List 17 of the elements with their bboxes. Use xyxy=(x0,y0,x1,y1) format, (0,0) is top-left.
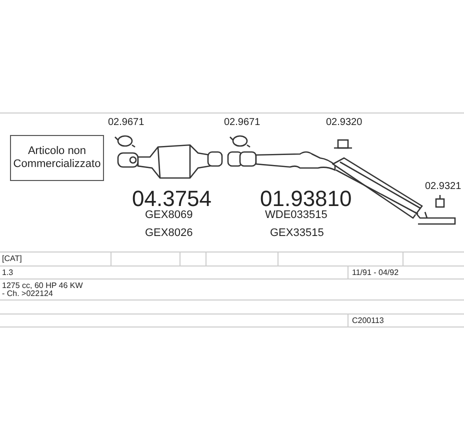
callout-number: 02.9671 xyxy=(224,118,260,128)
note-box: Articolo non Commercializzato xyxy=(10,135,104,181)
table-cell: [CAT] xyxy=(2,255,22,263)
table-cell: 11/91 - 04/92 xyxy=(352,269,399,277)
callout-number: 02.9321 xyxy=(425,182,462,192)
reference-code: WDE033515 xyxy=(265,210,328,221)
callout-number: 02.9671 xyxy=(108,118,144,128)
callout-number: 02.9320 xyxy=(326,118,362,128)
part-number: 04.3754 xyxy=(132,188,212,210)
reference-code: GEX8069 xyxy=(145,210,193,221)
table-cell: C200113 xyxy=(352,317,384,325)
reference-code: GEX33515 xyxy=(270,228,324,239)
part-number: 01.93810 xyxy=(260,188,352,210)
table-cell: 1.3 xyxy=(2,269,14,277)
table-cell: - Ch. >022124 xyxy=(2,290,53,298)
table-cell: 1275 cc, 60 HP 46 KW xyxy=(2,282,83,290)
reference-code: GEX8026 xyxy=(145,228,193,239)
